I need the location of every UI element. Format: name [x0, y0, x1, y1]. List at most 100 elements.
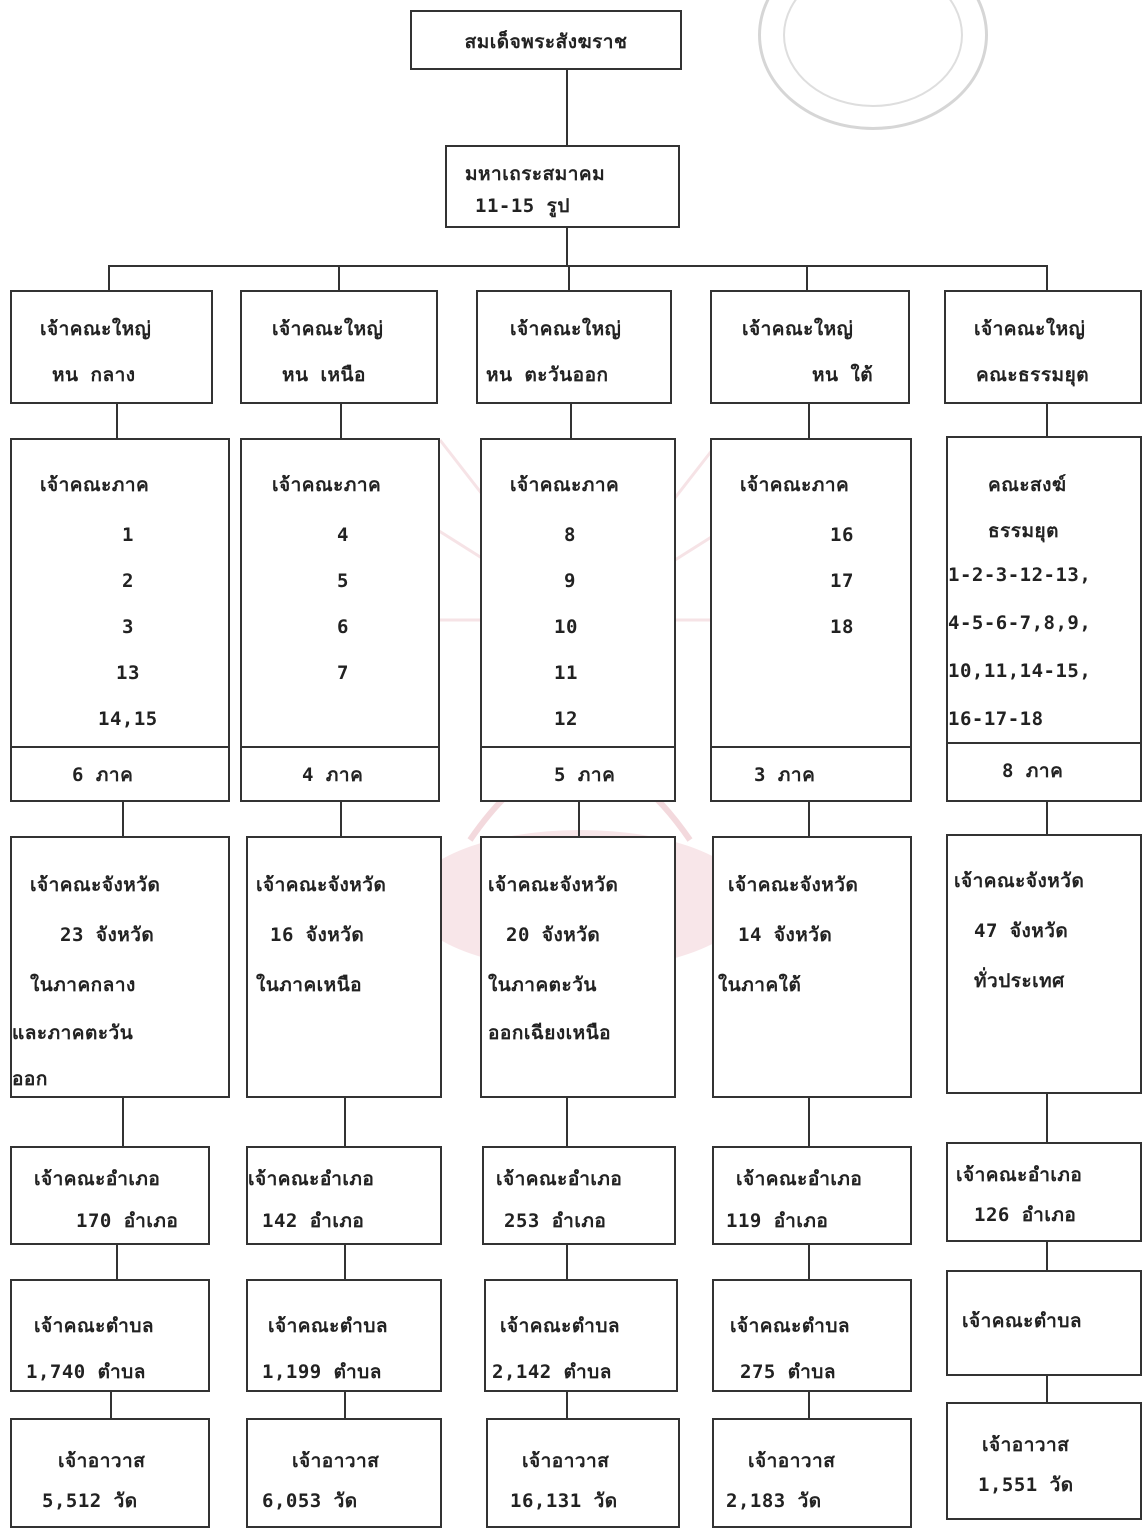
col2-province-title: เจ้าคณะจังหวัด: [256, 870, 386, 900]
col5-abbot-box: เจ้าอาวาส 1,551 วัด: [946, 1402, 1142, 1520]
connector: [808, 402, 810, 440]
col4-region-total: 3 ภาค: [754, 760, 815, 790]
connector: [344, 1096, 346, 1148]
col4-region-item: 18: [830, 616, 854, 638]
col5-region-item: 1-2-3-12-13,: [948, 564, 1091, 586]
col2-head-title: เจ้าคณะใหญ่: [272, 314, 383, 344]
col3-region-item: 12: [554, 708, 578, 730]
connector-horizontal: [108, 265, 1048, 267]
sangha-council-count: 11-15 รูป: [475, 191, 570, 221]
connector: [568, 265, 570, 292]
col3-head-region: หน ตะวันออก: [486, 360, 608, 390]
connector: [116, 1243, 118, 1281]
col5-region-item: 16-17-18: [948, 708, 1044, 730]
col5-province-title: เจ้าคณะจังหวัด: [954, 866, 1084, 896]
col3-abbot-count: 16,131 วัด: [510, 1486, 618, 1516]
col1-province-area: ออก: [12, 1064, 48, 1094]
col3-subdistrict-box: เจ้าคณะตำบล 2,142 ตำบล: [484, 1279, 678, 1392]
connector: [566, 1096, 568, 1148]
col3-region-item: 10: [554, 616, 578, 638]
connector: [344, 1243, 346, 1281]
connector: [808, 800, 810, 838]
col1-district-box: เจ้าคณะอำเภอ 170 อำเภอ: [10, 1146, 210, 1245]
connector: [808, 1390, 810, 1420]
col5-region-box: คณะสงฆ์ ธรรมยุต 1-2-3-12-13, 4-5-6-7,8,9…: [946, 436, 1142, 802]
connector: [808, 1243, 810, 1281]
col4-province-area: ในภาคใต้: [718, 970, 801, 1000]
col3-subdistrict-count: 2,142 ตำบล: [492, 1357, 612, 1387]
col1-district-count: 170 อำเภอ: [76, 1206, 178, 1236]
col4-head-box: เจ้าคณะใหญ่ หน ใต้: [710, 290, 910, 404]
col3-district-box: เจ้าคณะอำเภอ 253 อำเภอ: [482, 1146, 676, 1245]
col2-district-box: เจ้าคณะอำเภอ 142 อำเภอ: [246, 1146, 442, 1245]
col3-region-item: 11: [554, 662, 578, 684]
col3-subdistrict-title: เจ้าคณะตำบล: [500, 1311, 620, 1341]
col2-region-box: เจ้าคณะภาค 4 5 6 7 4 ภาค: [240, 438, 440, 802]
divider: [242, 746, 438, 748]
col4-subdistrict-box: เจ้าคณะตำบล 275 ตำบล: [712, 1279, 912, 1392]
connector: [122, 1096, 124, 1148]
col3-province-area: ในภาคตะวัน: [488, 970, 597, 1000]
col4-subdistrict-title: เจ้าคณะตำบล: [730, 1311, 850, 1341]
col3-region-item: 8: [564, 524, 576, 546]
col4-abbot-box: เจ้าอาวาส 2,183 วัด: [712, 1418, 912, 1528]
col5-abbot-count: 1,551 วัด: [978, 1470, 1074, 1500]
col3-region-item: 9: [564, 570, 576, 592]
col1-subdistrict-count: 1,740 ตำบล: [26, 1357, 146, 1387]
connector: [1046, 265, 1048, 292]
col1-subdistrict-title: เจ้าคณะตำบล: [34, 1311, 154, 1341]
col3-district-title: เจ้าคณะอำเภอ: [496, 1164, 622, 1194]
col2-abbot-count: 6,053 วัด: [262, 1486, 358, 1516]
col2-subdistrict-title: เจ้าคณะตำบล: [268, 1311, 388, 1341]
col1-abbot-count: 5,512 วัด: [42, 1486, 138, 1516]
col2-subdistrict-count: 1,199 ตำบล: [262, 1357, 382, 1387]
col3-region-box: เจ้าคณะภาค 8 9 10 11 12 5 ภาค: [480, 438, 676, 802]
connector: [340, 800, 342, 838]
col5-head-region: คณะธรรมยุต: [976, 360, 1089, 390]
connector: [566, 226, 568, 266]
col4-region-item: 16: [830, 524, 854, 546]
col5-district-count: 126 อำเภอ: [974, 1200, 1076, 1230]
col4-province-box: เจ้าคณะจังหวัด 14 จังหวัด ในภาคใต้: [712, 836, 912, 1098]
connector: [338, 265, 340, 292]
col2-region-item: 5: [337, 570, 349, 592]
connector: [1046, 1240, 1048, 1270]
col2-province-count: 16 จังหวัด: [270, 920, 364, 950]
col3-head-box: เจ้าคณะใหญ่ หน ตะวันออก: [476, 290, 672, 404]
col1-region-item: 2: [122, 570, 134, 592]
connector: [1046, 1092, 1048, 1144]
col4-province-count: 14 จังหวัด: [738, 920, 832, 950]
col4-region-item: 17: [830, 570, 854, 592]
col1-region-item: 14,15: [98, 708, 158, 730]
col2-region-total: 4 ภาค: [302, 760, 363, 790]
col5-province-count: 47 จังหวัด: [974, 916, 1068, 946]
connector: [116, 402, 118, 440]
col4-head-region: หน ใต้: [812, 360, 873, 390]
col3-abbot-box: เจ้าอาวาส 16,131 วัด: [486, 1418, 680, 1528]
col4-abbot-count: 2,183 วัด: [726, 1486, 822, 1516]
col4-subdistrict-count: 275 ตำบล: [740, 1357, 836, 1387]
supreme-patriarch-label: สมเด็จพระสังฆราช: [412, 27, 680, 57]
col2-region-item: 7: [337, 662, 349, 684]
sangha-council-label: มหาเถระสมาคม: [465, 159, 605, 189]
col4-region-title: เจ้าคณะภาค: [740, 470, 849, 500]
col1-district-title: เจ้าคณะอำเภอ: [34, 1164, 160, 1194]
col5-abbot-title: เจ้าอาวาส: [982, 1430, 1069, 1460]
col1-province-area: ในภาคกลาง: [30, 970, 136, 1000]
connector: [108, 265, 110, 292]
col3-province-title: เจ้าคณะจังหวัด: [488, 870, 618, 900]
connector: [1046, 800, 1048, 836]
col5-subdistrict-box: เจ้าคณะตำบล: [946, 1270, 1142, 1376]
col5-subdistrict-title: เจ้าคณะตำบล: [962, 1306, 1082, 1336]
col5-region-item: 4-5-6-7,8,9,: [948, 612, 1091, 634]
col5-region-total: 8 ภาค: [1002, 756, 1063, 786]
col1-abbot-title: เจ้าอาวาส: [58, 1446, 145, 1476]
connector: [340, 402, 342, 440]
col1-province-title: เจ้าคณะจังหวัด: [30, 870, 160, 900]
col4-province-title: เจ้าคณะจังหวัด: [728, 870, 858, 900]
col5-head-title: เจ้าคณะใหญ่: [974, 314, 1085, 344]
col2-abbot-title: เจ้าอาวาส: [292, 1446, 379, 1476]
col3-head-title: เจ้าคณะใหญ่: [510, 314, 621, 344]
connector: [122, 800, 124, 838]
